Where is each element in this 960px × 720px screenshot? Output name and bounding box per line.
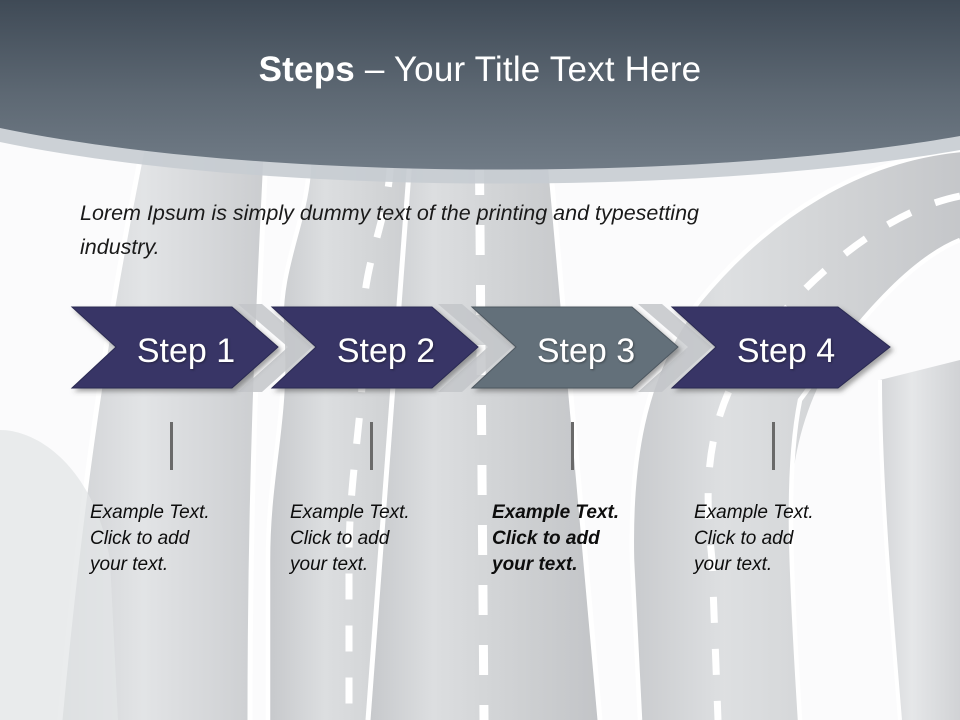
body-paragraph: Lorem Ipsum is simply dummy text of the … [80,196,900,264]
step-caption-4-line2: Click to add [694,528,794,549]
step-caption-1[interactable]: Example Text. Click to add your text. [90,500,250,578]
connector-tick-2 [370,422,373,470]
step-label-4[interactable]: Step 4 [736,332,836,370]
connector-tick-4 [772,422,775,470]
step-caption-3-line2: Click to add [492,528,600,549]
step-caption-3-line3: your text. [492,554,578,575]
step-caption-1-line1: Example Text. [90,502,210,523]
step-caption-3-line1: Example Text. [492,502,620,523]
step-caption-1-line2: Click to add [90,528,190,549]
step-caption-2-line3: your text. [290,554,369,575]
step-caption-3[interactable]: Example Text. Click to add your text. [492,500,652,578]
step-caption-2-line1: Example Text. [290,502,410,523]
connector-tick-3 [571,422,574,470]
body-paragraph-line2: industry. [80,235,160,259]
step-chevron-group [70,304,891,392]
step-label-2[interactable]: Step 2 [336,332,436,370]
step-caption-4-line3: your text. [694,554,773,575]
step-caption-4[interactable]: Example Text. Click to add your text. [694,500,854,578]
page-title-bold: Steps [258,50,355,89]
step-chevron-2 [270,306,479,389]
body-paragraph-line1: Lorem Ipsum is simply dummy text of the … [80,201,699,225]
page-title-rest: Your Title Text Here [393,50,702,89]
step-label-3[interactable]: Step 3 [536,332,636,370]
step-caption-2-line2: Click to add [290,528,390,549]
page-title: Steps – Your Title Text Here [0,50,960,90]
step-caption-4-line1: Example Text. [694,502,814,523]
step-caption-2[interactable]: Example Text. Click to add your text. [290,500,450,578]
step-chevron-1 [70,306,279,389]
connector-tick-1 [170,422,173,470]
step-label-1[interactable]: Step 1 [136,332,236,370]
step-caption-1-line3: your text. [90,554,169,575]
step-chevron-4 [670,306,891,389]
page-title-dash: – [354,50,394,89]
step-chevron-3 [470,306,679,389]
